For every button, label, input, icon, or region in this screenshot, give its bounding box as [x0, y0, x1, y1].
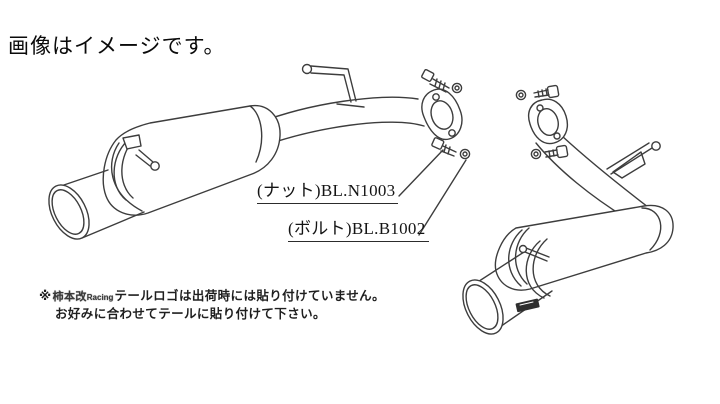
right-hanger-rod: [606, 141, 661, 179]
image-disclaimer-text: 画像はイメージです。: [8, 35, 226, 58]
right-flange: [527, 98, 569, 145]
left-tailpipe: [48, 169, 145, 240]
right-flange-nut-upper: [515, 89, 527, 101]
right-muffler: [462, 204, 674, 335]
logo-sub-text: Racing: [86, 293, 114, 302]
right-tail-pipe-section: [535, 135, 661, 219]
mid-flange: [421, 88, 463, 141]
tail-logo-note-line2: お好みに合わせてテールに貼り付けて下さい。: [55, 307, 326, 321]
nut-part-label: (ナット)BL.N1003: [257, 176, 399, 204]
note-marker: ※: [39, 289, 52, 303]
leader-lines: [398, 149, 467, 236]
right-hanger-bracket: [518, 238, 551, 299]
kakimoto-racing-logo: 柿本改Racing: [53, 288, 114, 306]
tail-logo-sticker: [515, 298, 540, 313]
right-tailpipe: [462, 251, 553, 335]
right-flange-nut-lower: [530, 148, 542, 160]
mid-hanger-rod: [301, 63, 365, 108]
tail-logo-note: ※柿本改Racingテールロゴは出荷時には貼り付けていません。 お好みに合わせて…: [39, 288, 385, 323]
note-line1-text: テールロゴは出荷時には貼り付けていません。: [114, 289, 385, 303]
right-flange-bolt-upper: [533, 84, 560, 99]
right-flange-bolt-lower: [544, 144, 569, 159]
left-muffler: [48, 104, 281, 240]
tail-logo-note-line1: ※柿本改Racingテールロゴは出荷時には貼り付けていません。: [39, 288, 385, 306]
bolt-part-label: (ボルト)BL.B1002: [288, 214, 429, 242]
mid-flange-bolt-lower: [431, 137, 457, 157]
left-hanger-bracket: [113, 134, 160, 201]
logo-kanji-text: 柿本改: [52, 291, 87, 303]
mid-flange-nut-upper: [451, 82, 463, 94]
mid-flange-nut-lower: [459, 148, 471, 160]
mid-flange-bolt-upper: [421, 68, 450, 93]
